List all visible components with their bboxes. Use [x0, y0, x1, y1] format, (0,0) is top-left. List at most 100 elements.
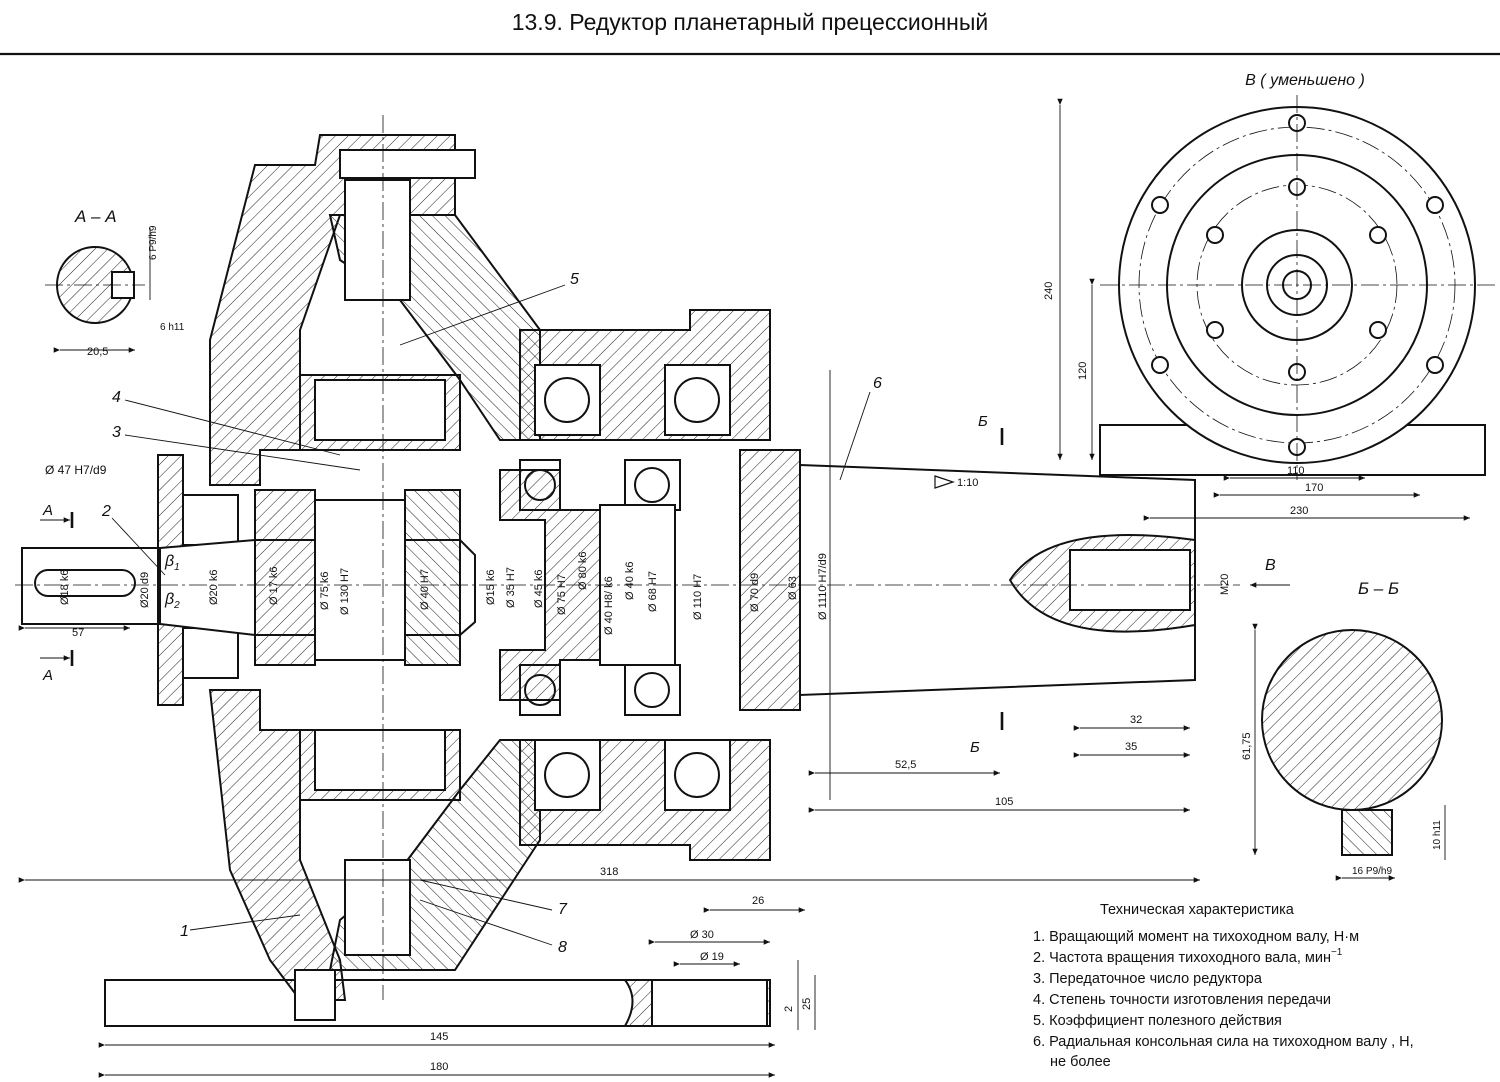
angle-labels: β1 β2	[164, 553, 180, 611]
dim-145: 145	[430, 1031, 448, 1043]
tapered-bearing-top	[314, 379, 446, 441]
leader-labels: 1 2 3 4 5 6 7 8	[101, 271, 882, 956]
view-v-title: В ( уменьшено )	[1245, 72, 1365, 89]
v-bolt-hole	[1369, 321, 1387, 339]
v-dim-120: 120	[1077, 362, 1089, 380]
lower-bolt-stack	[344, 859, 411, 956]
angle-beta2: β2	[164, 591, 180, 611]
bb-dim-61-75: 61,75	[1241, 732, 1253, 760]
dim-57: 57	[72, 627, 84, 639]
bb-dim-10h11: 10 h11	[1432, 820, 1443, 850]
v-dim-230: 230	[1290, 505, 1308, 517]
dim-d35: Ø 35 H7	[505, 567, 517, 608]
main-section-view	[15, 115, 1240, 1027]
linear-dimensions: 57 318 26 Ø 30 Ø 19 145 180 2 25 32 35 5…	[18, 625, 1200, 1078]
bearing-ball	[634, 467, 670, 503]
angle-beta1: β1	[164, 553, 180, 573]
dim-d20d9: Ø20 d9	[139, 572, 151, 608]
dim-d40h8: Ø 40 H8/ k6	[603, 576, 615, 635]
dim-25: 25	[801, 998, 813, 1010]
section-marks: А А Б Б В	[40, 413, 1290, 756]
leader-1: 1	[180, 923, 189, 940]
dim-d19: Ø 19	[700, 951, 724, 963]
dim-d110h7: Ø 110 H7	[692, 574, 704, 620]
eccentric-core	[314, 499, 406, 661]
upper-bolt-stack	[344, 179, 411, 301]
v-bolt-hole	[1426, 196, 1444, 214]
dim-318: 318	[600, 866, 618, 878]
input-bearing-top	[182, 494, 239, 546]
output-flange	[739, 449, 801, 711]
dim-2: 2	[783, 1006, 795, 1012]
output-shaft	[799, 463, 1196, 697]
top-bolt	[339, 149, 476, 179]
dim-d80: Ø 80 k6	[577, 551, 589, 590]
base-bolt-hole	[651, 979, 768, 1027]
spec-item-6-cont: не более	[1050, 1054, 1111, 1070]
dim-d40h7: Ø 40 H7	[419, 569, 431, 610]
dim-d70: Ø 70 d9	[749, 573, 761, 612]
view-aa: А – А 20,5 6 P9/h9 6 h11	[45, 207, 185, 358]
dim-d68: Ø 68 H7	[647, 571, 659, 612]
v-bolt-hole	[1151, 196, 1169, 214]
leader-8: 8	[558, 939, 567, 956]
spec-item-1: 1. Вращающий момент на тихоходном валу, …	[1033, 929, 1359, 945]
dim-d130: Ø 130 H7	[339, 568, 351, 615]
bearing-ball	[544, 752, 590, 798]
spec-heading: Техническая характеристика	[1100, 902, 1295, 918]
spec-item-2: 2. Частота вращения тихоходного вала, ми…	[1033, 947, 1343, 966]
aa-dim-6p9: 6 P9/h9	[148, 225, 159, 260]
input-bearing-bottom	[182, 627, 239, 679]
leader-4: 4	[112, 389, 121, 406]
dim-d47: Ø 47 H7/d9	[45, 463, 107, 477]
dim-d75h7: Ø 75 H7	[556, 574, 568, 615]
taper-symbol	[934, 475, 955, 489]
dim-32: 32	[1130, 714, 1142, 726]
leader-5: 5	[570, 271, 579, 288]
v-bolt-hole	[1426, 356, 1444, 374]
dim-d63: Ø 63	[787, 576, 799, 600]
dim-d18: Ø18 k6	[59, 570, 71, 605]
dim-d30: Ø 30	[690, 929, 714, 941]
bearing-ball	[674, 377, 720, 423]
leader-6: 6	[873, 375, 882, 392]
bearing-ball	[674, 752, 720, 798]
section-b-top: Б	[978, 413, 988, 430]
v-bolt-hole	[1206, 226, 1224, 244]
dim-d40k6: Ø 40 k6	[624, 561, 636, 600]
bb-dim-16p9: 16 P9/h9	[1352, 866, 1392, 877]
eccentric-bearing-left	[254, 489, 316, 666]
dim-m20: M20	[1219, 574, 1231, 595]
section-a-top: А	[42, 502, 53, 519]
leader-7: 7	[558, 901, 568, 918]
taper-ratio: 1:10	[957, 477, 978, 489]
dim-d75k6: Ø 75 k6	[319, 571, 331, 610]
v-dim-110: 110	[1287, 465, 1305, 477]
tapered-bearing-bottom	[314, 729, 446, 791]
dim-52-5: 52,5	[895, 759, 916, 771]
diameter-callouts: Ø 47 H7/d9 Ø18 k6 Ø20 d9 Ø20 k6 Ø 17 k6 …	[45, 370, 1231, 800]
v-bolt-hole	[1206, 321, 1224, 339]
dim-35: 35	[1125, 741, 1137, 753]
v-dim-170: 170	[1305, 482, 1323, 494]
v-bolt-hole	[1369, 226, 1387, 244]
output-tap-hole	[1069, 549, 1191, 611]
v-bolt-hole	[1151, 356, 1169, 374]
leader-2: 2	[101, 503, 111, 520]
aa-dim-6h11: 6 h11	[160, 322, 185, 333]
dim-d45: Ø 45 k6	[533, 569, 545, 608]
spec-item-5: 5. Коэффициент полезного действия	[1033, 1013, 1282, 1029]
bearing-ball	[544, 377, 590, 423]
dim-d20k6: Ø20 k6	[208, 570, 220, 605]
dim-180: 180	[430, 1061, 448, 1073]
spec-item-4: 4. Степень точности изготовления передач…	[1033, 992, 1331, 1008]
dim-d17: Ø 17 k6	[268, 566, 280, 605]
eccentric-bearing-right	[404, 489, 461, 666]
bb-keyway	[1341, 809, 1393, 856]
dim-105: 105	[995, 796, 1013, 808]
aa-dim-20-5: 20,5	[87, 346, 108, 358]
dim-d15: Ø15 k6	[485, 570, 497, 605]
v-dim-240: 240	[1043, 282, 1055, 300]
view-bb: Б – Б 61,75 10 h11 16 P9/h9	[1241, 579, 1446, 881]
